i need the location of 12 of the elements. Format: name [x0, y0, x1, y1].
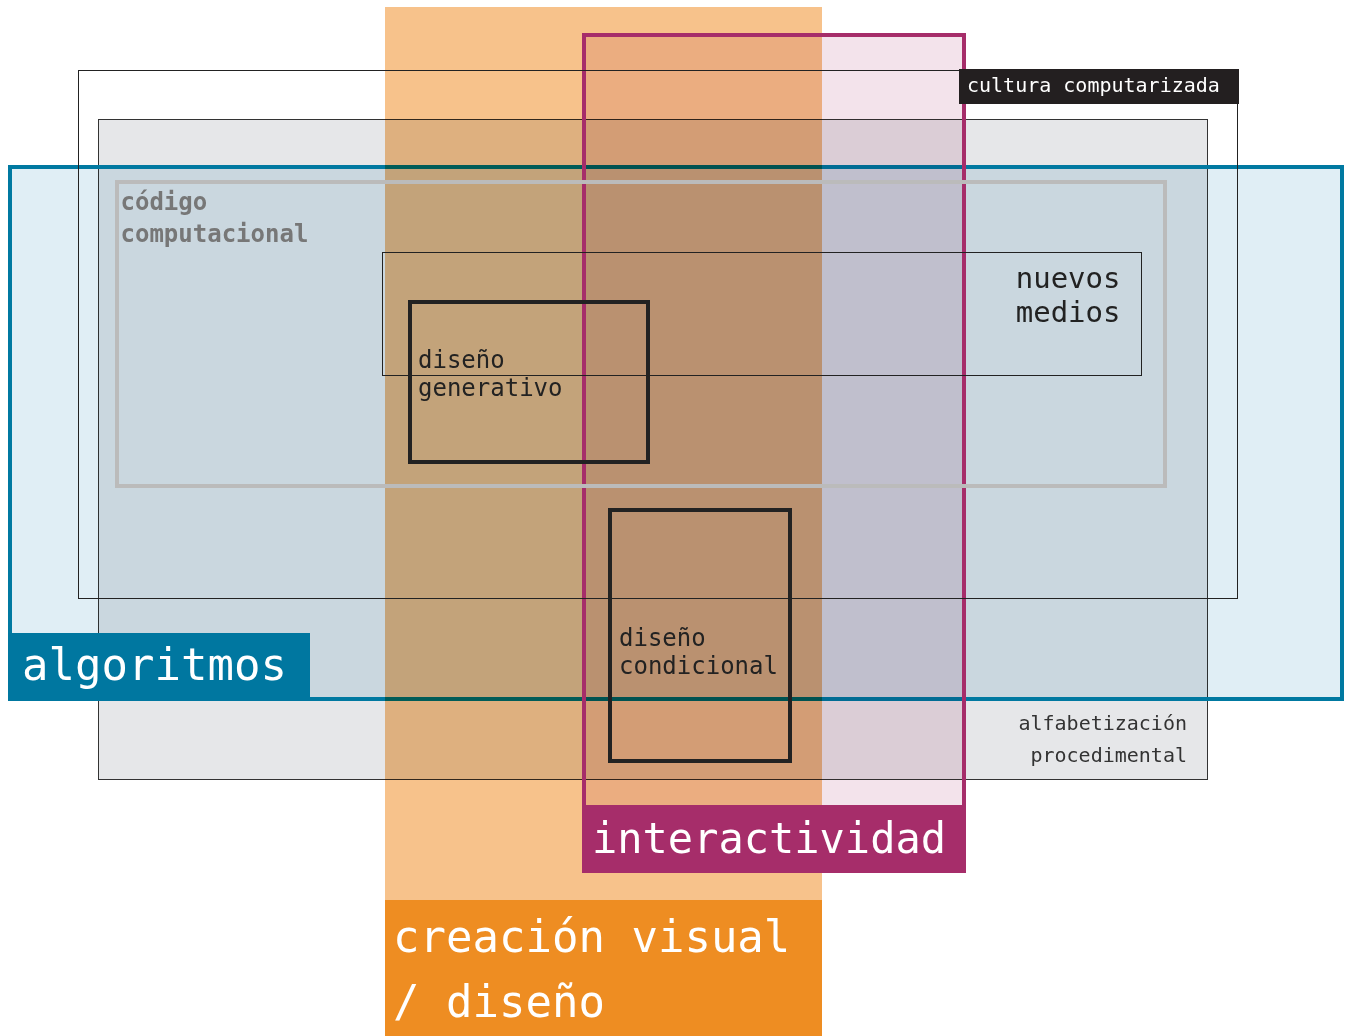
region-title: alfabetización procedimental: [1017, 710, 1187, 769]
category-region: [78, 70, 1238, 599]
category-region: [381, 251, 1142, 376]
category-region: [408, 300, 650, 464]
category-region: [114, 179, 1167, 488]
region-title-tag: creación visual / diseño: [385, 900, 822, 1036]
region-title-tag: cultura computarizada: [959, 69, 1239, 104]
region-title: diseño condicional: [619, 624, 779, 680]
region-title: nuevos medios: [1014, 260, 1121, 329]
region-title: código computacional: [120, 186, 310, 250]
region-title: diseño generativo: [418, 346, 564, 402]
category-region: [608, 508, 792, 763]
